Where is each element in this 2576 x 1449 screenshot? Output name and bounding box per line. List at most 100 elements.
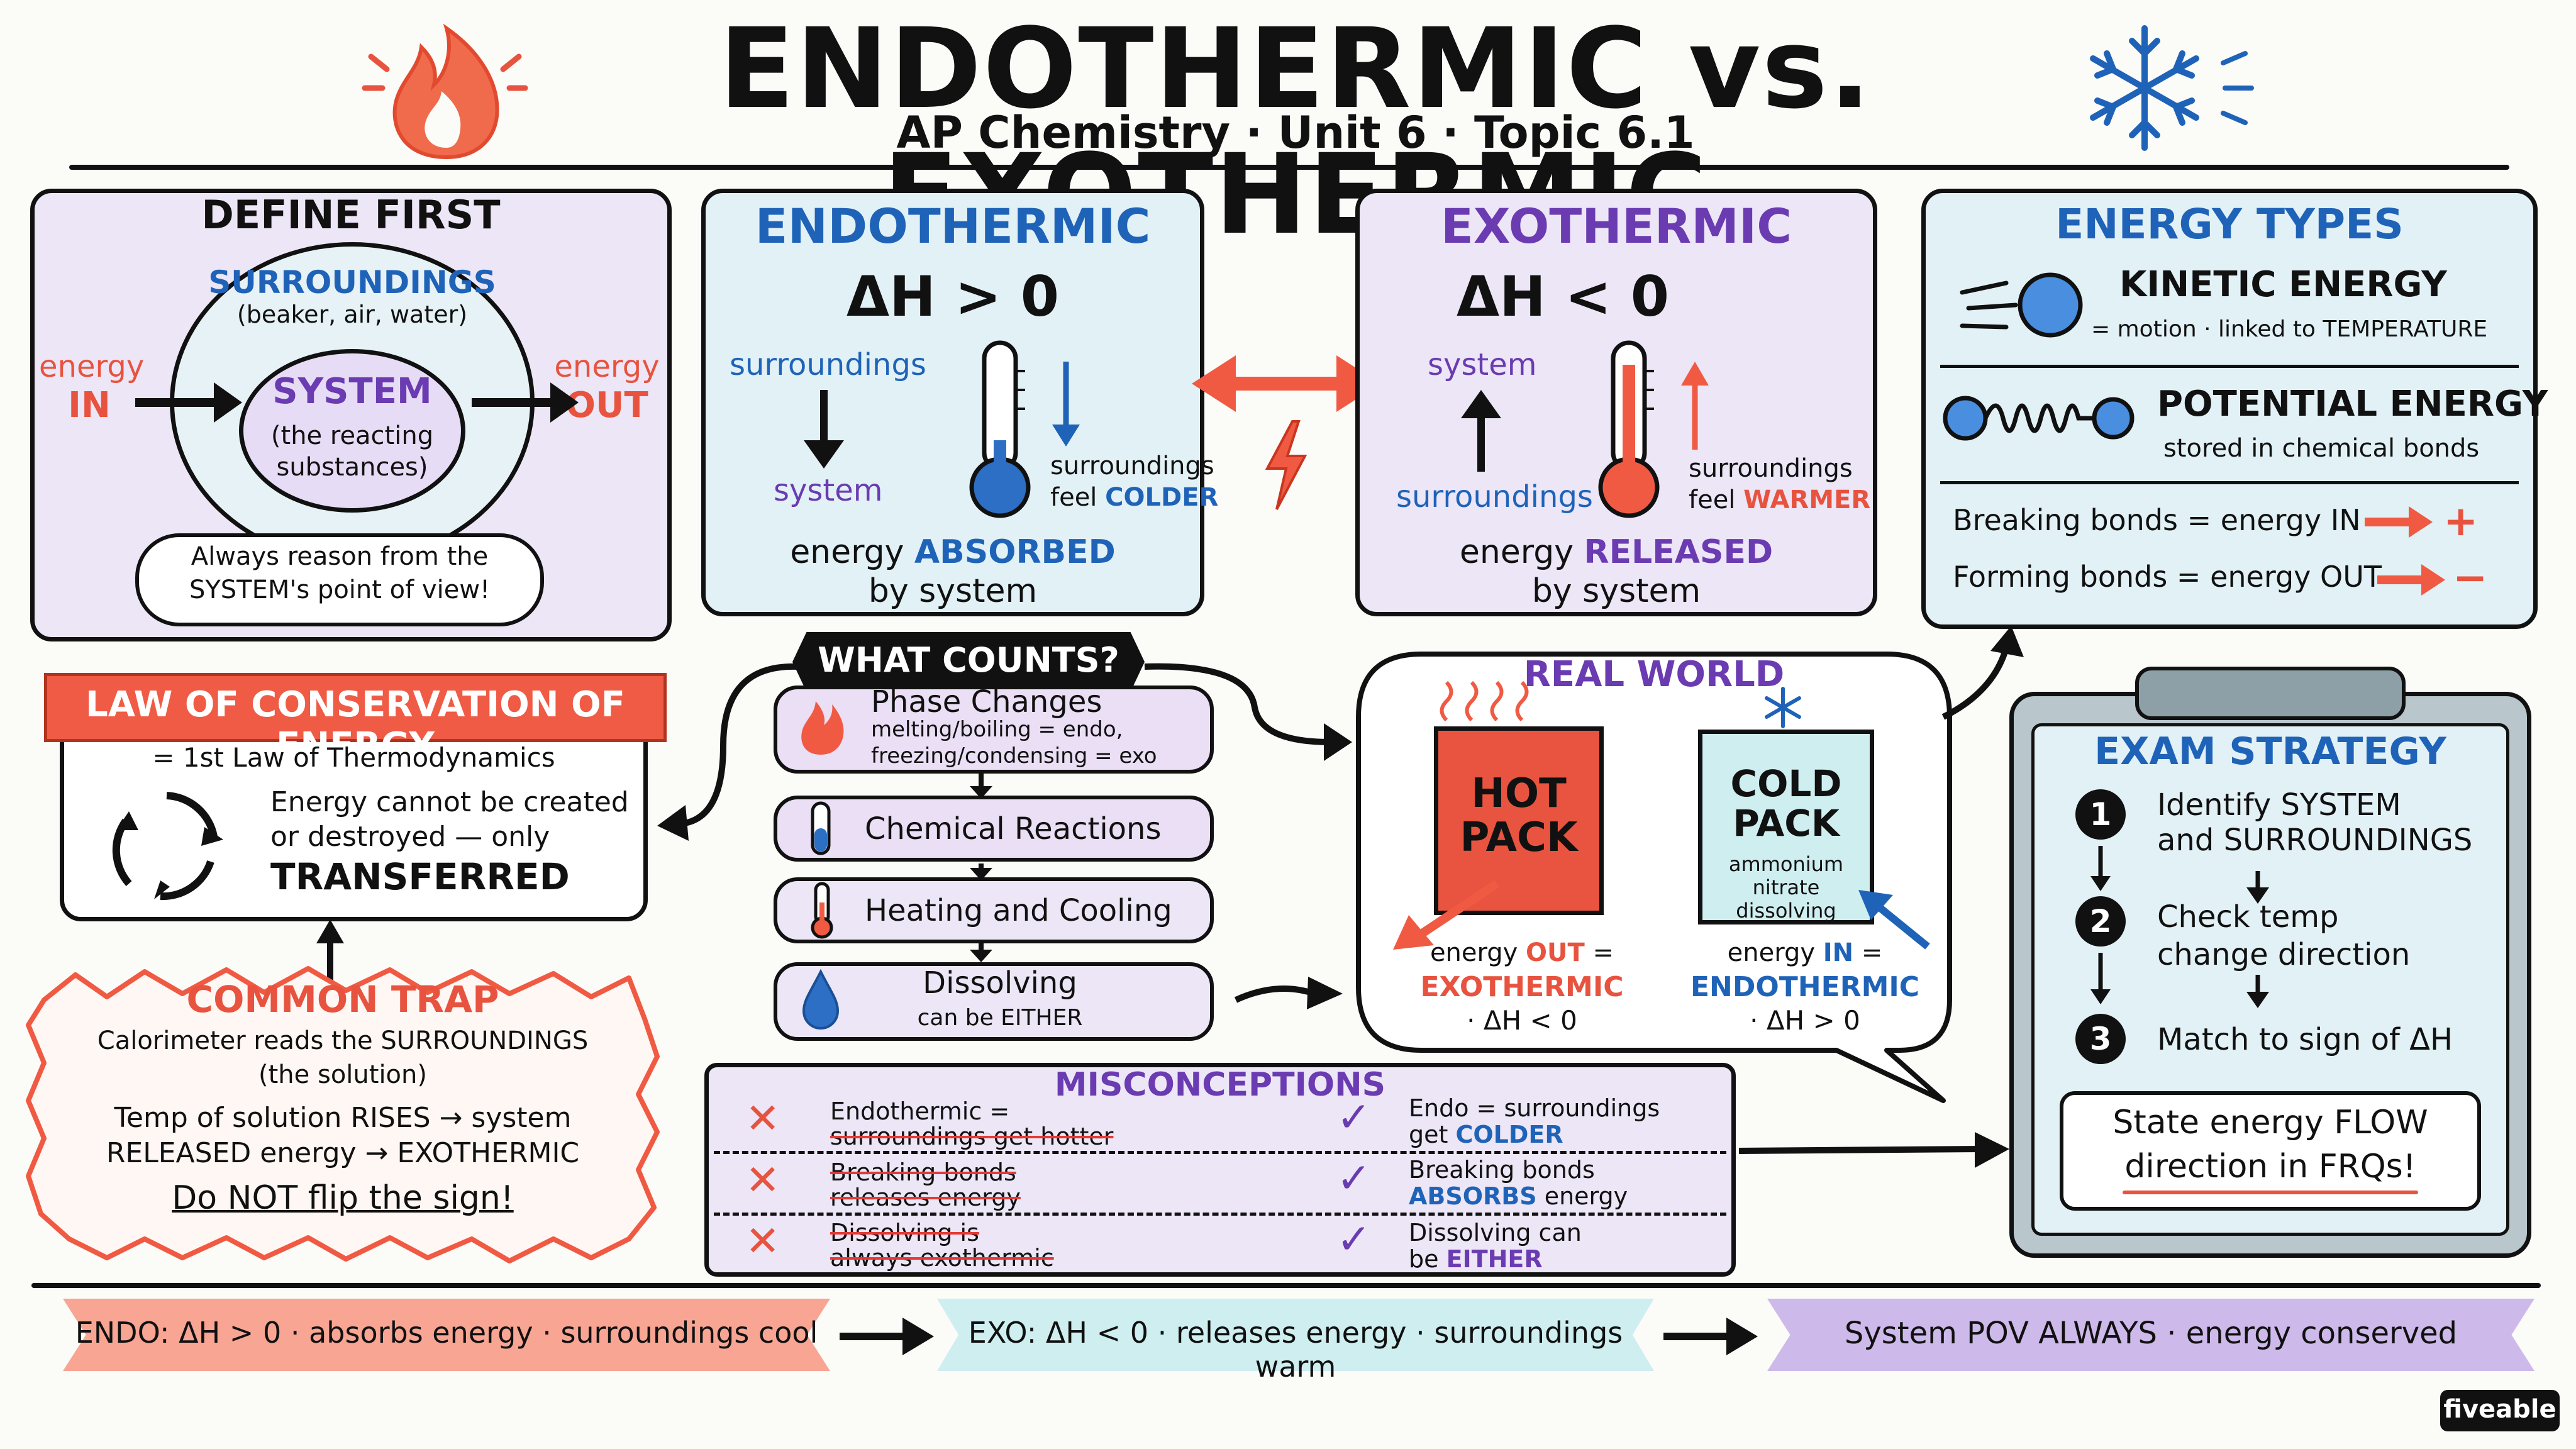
misconceptions-divider-1 bbox=[714, 1151, 1726, 1154]
footer-arrow-2 bbox=[1663, 1318, 1758, 1355]
footer-rule bbox=[31, 1283, 2541, 1288]
snowflake-small-icon bbox=[1765, 687, 1801, 728]
kinetic-ball-icon bbox=[1960, 272, 2083, 338]
step-1-text-b: and SURROUNDINGS bbox=[2157, 823, 2473, 858]
system-sub-1: (the reacting bbox=[270, 421, 434, 450]
cycle-arrows-icon bbox=[112, 792, 223, 901]
step-2-text-a: Check temp bbox=[2157, 899, 2339, 935]
cold-caption-in: IN bbox=[1823, 938, 1854, 967]
exo-feel-prefix: feel bbox=[1689, 486, 1744, 514]
endo-feel-line-1: surroundings bbox=[1050, 452, 1214, 480]
right-2-b: ABSORBS energy bbox=[1409, 1182, 1628, 1210]
endo-delta-h: ΔH > 0 bbox=[847, 264, 1059, 329]
hot-caption-energy: energy bbox=[1430, 938, 1526, 967]
energy-in-label-1: energy bbox=[39, 349, 145, 384]
step-2-badge: 2 bbox=[2075, 896, 2126, 947]
realworld-to-energytypes-arrow bbox=[1941, 626, 2024, 720]
clipboard-clip bbox=[2135, 667, 2406, 720]
cold-caption-eq: = bbox=[1853, 938, 1883, 967]
cold-pack-sub-3: dissolving bbox=[1736, 899, 1836, 923]
cold-thermometer-icon bbox=[969, 340, 1031, 518]
endo-from-label: surroundings bbox=[730, 347, 926, 382]
footer-endo-text: ENDO: ΔH > 0 · absorbs energy · surround… bbox=[75, 1316, 818, 1350]
kinetic-energy-sub: = motion · linked to TEMPERATURE bbox=[2091, 316, 2488, 342]
law-line-2: or destroyed — only bbox=[270, 821, 550, 853]
trap-line-2: (the solution) bbox=[258, 1060, 427, 1089]
exo-feel-line-1: surroundings bbox=[1689, 454, 1853, 483]
lightning-icon bbox=[1265, 420, 1307, 510]
cold-pack-label-1: COLD bbox=[1730, 762, 1842, 805]
exo-bottom-line-1: energy RELEASED bbox=[1355, 533, 1877, 571]
dissolving-item bbox=[774, 962, 1214, 1041]
cold-caption-energy: energy bbox=[1727, 938, 1823, 967]
thermometer-small-icon bbox=[811, 882, 833, 939]
exo-bottom-line-2: by system bbox=[1531, 572, 1701, 610]
right-3-b-prefix: be bbox=[1409, 1245, 1446, 1273]
exo-up-arrow bbox=[1461, 390, 1501, 472]
right-check-icon-2: ✓ bbox=[1336, 1154, 1372, 1202]
law-line-1: Energy cannot be created bbox=[270, 786, 629, 818]
exo-released: RELEASED bbox=[1584, 533, 1774, 571]
right-2-b-suffix: energy bbox=[1536, 1182, 1628, 1210]
potential-energy-label: POTENTIAL ENERGY bbox=[2157, 384, 2548, 425]
phase-changes-sub-2: freezing/condensing = exo bbox=[871, 743, 1157, 769]
cold-pack-sub-1: ammonium bbox=[1728, 852, 1844, 876]
pov-note-bubble bbox=[135, 533, 544, 626]
right-1-b-prefix: get bbox=[1409, 1121, 1456, 1148]
hot-caption-eq: = bbox=[1584, 938, 1614, 967]
forming-bonds-rule: Forming bonds = energy OUT bbox=[1953, 560, 2382, 594]
forming-arrow-icon bbox=[2377, 564, 2445, 596]
cold-pack-label-2: PACK bbox=[1733, 802, 1840, 845]
footer-pov-text: System POV ALWAYS · energy conserved bbox=[1844, 1316, 2458, 1351]
fiveable-logo[interactable]: fiveable bbox=[2440, 1390, 2560, 1431]
right-check-icon-1: ✓ bbox=[1336, 1093, 1372, 1141]
endo-bottom-line-1: energy ABSORBED bbox=[701, 533, 1204, 571]
hot-pack-label-2: PACK bbox=[1460, 814, 1578, 861]
right-2-a: Breaking bonds bbox=[1409, 1156, 1595, 1184]
trap-line-5: Do NOT flip the sign! bbox=[172, 1179, 514, 1217]
hot-caption-3: · ΔH < 0 bbox=[1467, 1005, 1577, 1036]
law-banner-text: LAW OF CONSERVATION OF ENERGY bbox=[86, 684, 625, 766]
snowflake-icon bbox=[2090, 25, 2254, 151]
step-1-badge: 1 bbox=[2075, 789, 2126, 840]
potential-energy-sub: stored in chemical bonds bbox=[2163, 434, 2480, 463]
counts-to-realworld-arrow bbox=[1144, 663, 1352, 761]
step-2-text-b: change direction bbox=[2157, 937, 2411, 972]
wrong-3-a: Dissolving is bbox=[830, 1219, 979, 1246]
trap-burst-shape bbox=[26, 966, 660, 1263]
energy-types-divider-1 bbox=[1940, 365, 2519, 368]
trap-to-law-arrow bbox=[316, 919, 344, 981]
exam-strategy-heading: EXAM STRATEGY bbox=[2094, 730, 2446, 774]
step-3-text: Match to sign of ΔH bbox=[2157, 1022, 2453, 1057]
energy-out-label-1: energy bbox=[554, 349, 660, 384]
energy-in-arrow bbox=[135, 382, 242, 423]
hot-caption-out: OUT bbox=[1526, 938, 1585, 967]
energy-out-label-2: OUT bbox=[565, 385, 648, 426]
wrong-3-b: always exothermic bbox=[830, 1244, 1054, 1272]
hot-pack-arrow bbox=[1393, 880, 1499, 950]
right-3-b: be EITHER bbox=[1409, 1245, 1543, 1273]
chemical-reactions-item bbox=[774, 796, 1214, 862]
exo-from-label: surroundings bbox=[1396, 479, 1593, 514]
law-panel bbox=[60, 717, 648, 921]
endo-absorbed: ABSORBED bbox=[914, 533, 1116, 571]
right-1-a: Endo = surroundings bbox=[1409, 1094, 1660, 1122]
misconceptions-to-exam-arrow bbox=[1738, 1132, 2009, 1168]
wrong-x-icon-3: ✕ bbox=[745, 1217, 780, 1265]
wrong-x-icon-1: ✕ bbox=[745, 1094, 780, 1143]
phase-changes-sub-1: melting/boiling = endo, bbox=[871, 717, 1123, 742]
surroundings-label: SURROUNDINGS bbox=[208, 264, 496, 301]
misconceptions-heading: MISCONCEPTIONS bbox=[1054, 1066, 1386, 1104]
temp-up-arrow-icon bbox=[1681, 362, 1709, 450]
trap-line-3: Temp of solution RISES → system bbox=[114, 1102, 572, 1134]
cold-pack bbox=[1698, 730, 1874, 924]
frq-callout-line-2: direction in FRQs! bbox=[2124, 1148, 2416, 1185]
right-1-b-colder: COLDER bbox=[1455, 1121, 1563, 1148]
page-subtitle: AP Chemistry · Unit 6 · Topic 6.1 bbox=[896, 107, 1695, 158]
flame-small-icon bbox=[801, 701, 844, 755]
trap-line-1: Calorimeter reads the SURROUNDINGS bbox=[97, 1026, 589, 1055]
breaking-bonds-rule: Breaking bonds = energy IN bbox=[1953, 503, 2361, 537]
cold-pack-sub-2: nitrate bbox=[1752, 875, 1820, 899]
wrong-x-icon-2: ✕ bbox=[745, 1156, 780, 1204]
law-sub: = 1st Law of Thermodynamics bbox=[152, 742, 555, 773]
